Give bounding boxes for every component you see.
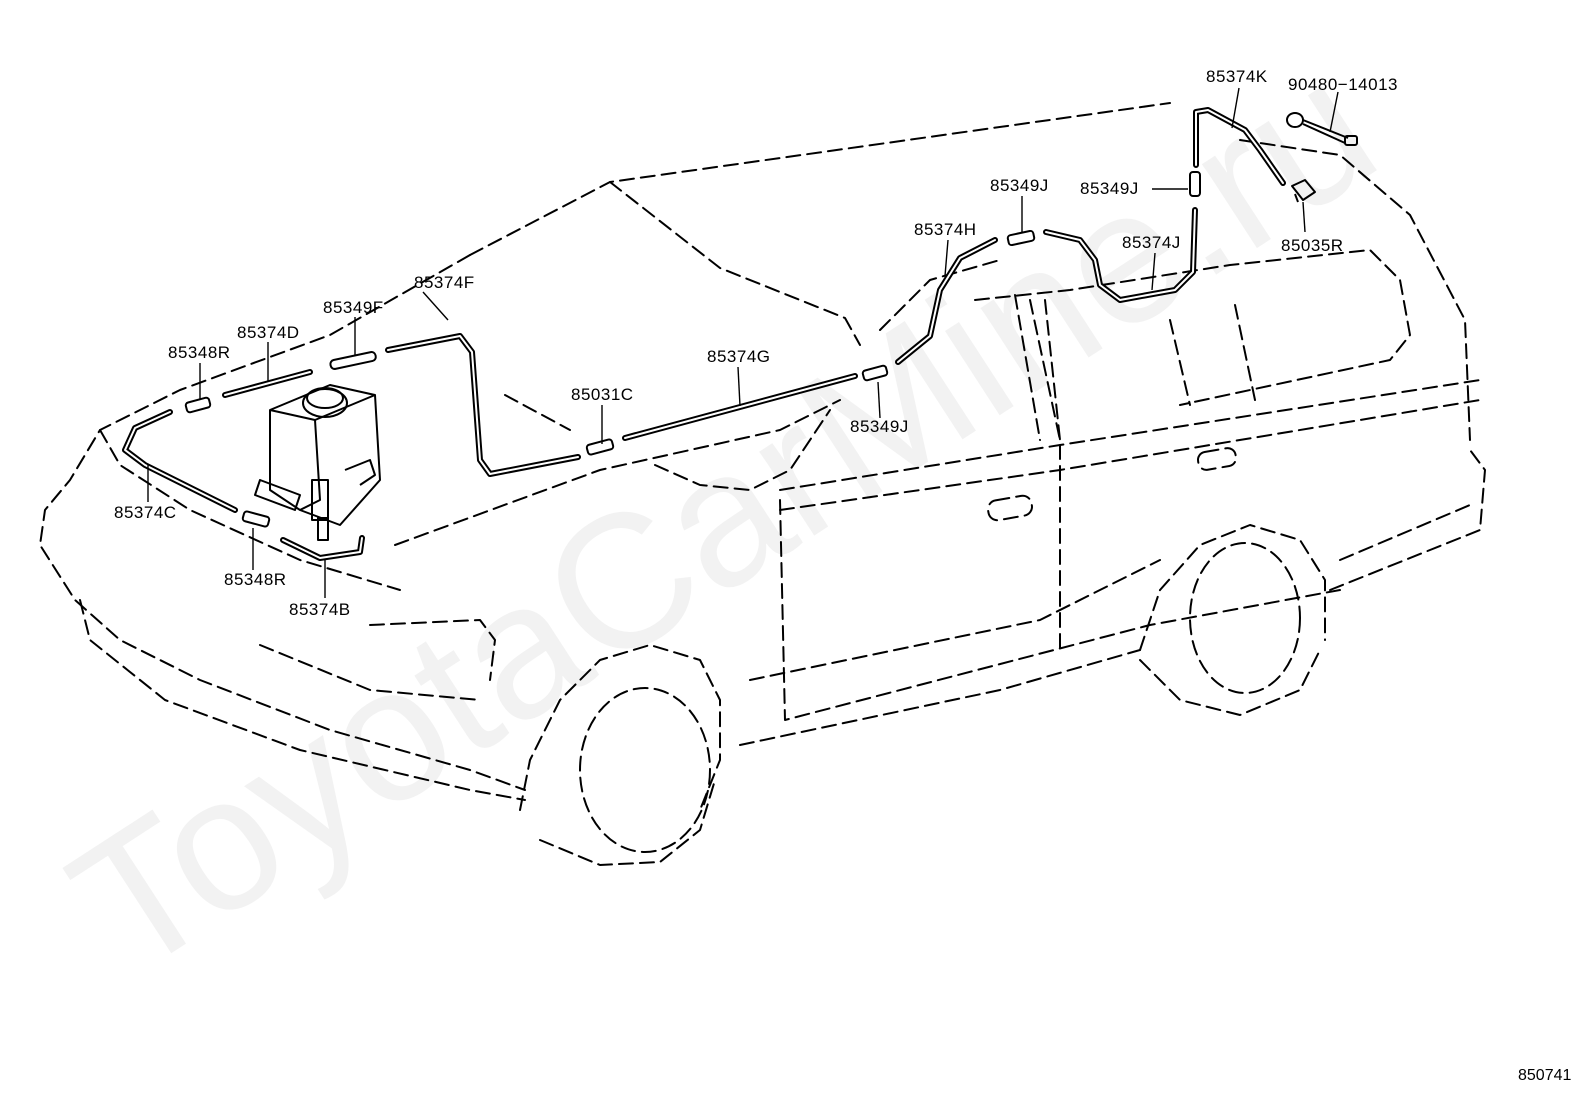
label-85349J-top: 85349J (990, 176, 1049, 195)
label-90480-14013: 90480−14013 (1288, 75, 1398, 94)
label-85374K: 85374K (1206, 67, 1268, 86)
connector-85349J-low (861, 364, 889, 382)
joint-85031C (585, 438, 615, 456)
connector-85348R-low (241, 510, 271, 528)
label-85348R-low: 85348R (224, 570, 287, 589)
label-85031C: 85031C (571, 385, 634, 404)
clip-90480-14013 (1286, 112, 1358, 146)
washer-tank (254, 384, 381, 541)
label-85374F: 85374F (414, 273, 475, 292)
hose-85374J (1043, 207, 1198, 303)
leader-lines (147, 87, 1339, 598)
label-85374C: 85374C (114, 503, 177, 522)
label-85374H: 85374H (914, 220, 977, 239)
diagram-code: 850741 (1518, 1067, 1571, 1084)
label-85349J-mid: 85349J (1080, 179, 1139, 198)
hose-85374G (622, 373, 858, 441)
hose-85374K (1193, 107, 1286, 186)
label-85374B: 85374B (289, 600, 351, 619)
label-85374J: 85374J (1122, 233, 1181, 252)
car-body-outline (39, 102, 1486, 866)
label-85349F: 85349F (323, 298, 384, 317)
hose-85374H (895, 237, 998, 365)
part-labels: 85374K 90480−14013 85349J 85349J 85374H … (114, 67, 1398, 619)
connector-85348R-top (184, 396, 212, 414)
connector-85349J-top (1006, 229, 1036, 247)
label-85349J-low: 85349J (850, 417, 909, 436)
nozzle-85035R (1291, 179, 1316, 203)
hose-85374D (222, 369, 313, 398)
connector-85349F (329, 351, 377, 370)
connector-85349J-mid (1189, 171, 1201, 197)
hose-85374B (280, 535, 365, 561)
hose-85374C (122, 409, 238, 513)
label-85374G: 85374G (707, 347, 771, 366)
label-85374D: 85374D (237, 323, 300, 342)
label-85035R: 85035R (1281, 236, 1344, 255)
label-85348R-top: 85348R (168, 343, 231, 362)
hose-85374F (385, 333, 581, 477)
